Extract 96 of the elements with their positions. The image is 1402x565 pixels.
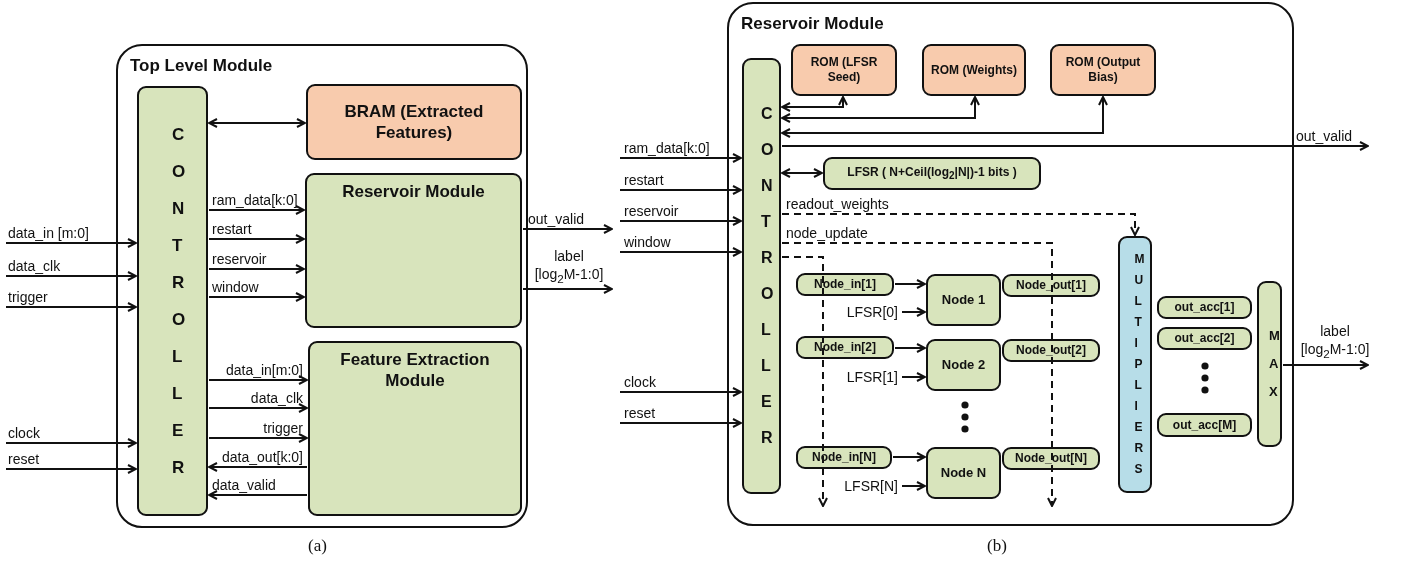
- arrow: [208, 375, 308, 385]
- arrow: [5, 464, 137, 474]
- block: Node_out[N]: [1002, 447, 1100, 470]
- block: Node 2: [926, 339, 1001, 391]
- vertical-block: MAX: [1257, 281, 1282, 447]
- arrow: [894, 343, 926, 353]
- module-title: Reservoir Module: [741, 14, 884, 34]
- vertical-block: CONTROLLER: [137, 86, 208, 516]
- signal-label: out_valid: [1296, 128, 1353, 144]
- signal-label: reservoir: [212, 251, 267, 267]
- block: out_acc[2]: [1157, 327, 1252, 350]
- dashed-arrow: [781, 242, 1057, 507]
- signal-label: readout_weights: [786, 196, 889, 212]
- arrow: [619, 418, 742, 428]
- arrow: [901, 372, 926, 382]
- block: LFSR ( N+Ceil(log$_{2}$|N|)-1 bits ): [823, 157, 1041, 190]
- arrow: [619, 387, 742, 397]
- arrow: [208, 118, 306, 128]
- signal-label: ram_data[k:0]: [624, 140, 710, 156]
- arrow: [5, 302, 137, 312]
- block: ROM (Weights): [922, 44, 1026, 96]
- signal-label: data_clk: [250, 390, 303, 406]
- module-frame: [727, 2, 1294, 526]
- signal-label: LFSR[1]: [846, 369, 898, 385]
- arrow: [894, 279, 926, 289]
- signal-label: reset: [624, 405, 656, 421]
- arrow: [208, 234, 305, 244]
- block: Reservoir Module: [305, 173, 522, 328]
- block: out_acc[M]: [1157, 413, 1252, 437]
- panel-label: (b): [987, 538, 1007, 554]
- arrow: [208, 264, 305, 274]
- signal-label: data_out[k:0]: [222, 449, 303, 465]
- vertical-block: CONTROLLER: [742, 58, 781, 494]
- signal-label: data_in [m:0]: [8, 225, 89, 241]
- arrow: [5, 238, 137, 248]
- arrow: [619, 216, 742, 226]
- signal-label: data_clk: [8, 258, 61, 274]
- module-frame: [116, 44, 528, 528]
- arrow: [208, 403, 308, 413]
- signal-label: window: [212, 279, 259, 295]
- signal-label: trigger: [263, 420, 303, 436]
- panel-label: (a): [308, 538, 327, 554]
- arrow: [208, 205, 305, 215]
- arrow: [619, 185, 742, 195]
- signal-label: restart: [212, 221, 252, 237]
- arrow: [781, 141, 1369, 151]
- arrow: [619, 247, 742, 257]
- signal-label: out_valid: [528, 211, 585, 227]
- block: Node_out[1]: [1002, 274, 1100, 297]
- block: Node N: [926, 447, 1001, 499]
- signal-label: label [log$_{2}$M-1:0]: [533, 247, 605, 287]
- arrow: [781, 96, 1108, 138]
- signal-label: reservoir: [624, 203, 679, 219]
- block: Node_in[N]: [796, 446, 892, 469]
- block: out_acc[1]: [1157, 296, 1252, 319]
- arrow: [901, 307, 926, 317]
- signal-label: reset: [8, 451, 40, 467]
- arrow: [208, 490, 308, 500]
- signal-label: data_valid: [212, 477, 276, 493]
- arrow: [781, 96, 980, 123]
- arrow: [5, 271, 137, 281]
- arrow: [522, 284, 613, 294]
- block: Feature Extraction Module: [308, 341, 522, 516]
- arrow: [208, 292, 305, 302]
- signal-label: ram_data[k:0]: [212, 192, 298, 208]
- arrow: [522, 224, 613, 234]
- module-title: Top Level Module: [130, 56, 273, 76]
- dashed-arrow: [781, 213, 1140, 236]
- block: ROM (Output Bias): [1050, 44, 1156, 96]
- signal-label: node_update: [786, 225, 868, 241]
- arrow: [781, 96, 848, 112]
- arrow: [781, 168, 823, 178]
- block: Node_in[2]: [796, 336, 894, 359]
- arrow: [1282, 360, 1369, 370]
- arrow: [5, 438, 137, 448]
- signal-label: LFSR[0]: [846, 304, 898, 320]
- arrow: [208, 433, 308, 443]
- arrow: [892, 452, 926, 462]
- arrow: [901, 481, 926, 491]
- signal-label: clock: [8, 425, 40, 441]
- signal-label: restart: [624, 172, 664, 188]
- signal-label: data_in[m:0]: [225, 362, 303, 378]
- block: ROM (LFSR Seed): [791, 44, 897, 96]
- block: Node 1: [926, 274, 1001, 326]
- signal-label: window: [624, 234, 671, 250]
- signal-label: clock: [624, 374, 656, 390]
- vertical-block: MULTIPLIERS: [1118, 236, 1152, 493]
- arrow: [208, 462, 308, 472]
- signal-label: label [log$_{2}$M-1:0]: [1299, 322, 1371, 362]
- dashed-arrow: [781, 256, 828, 507]
- signal-label: LFSR[N]: [844, 478, 898, 494]
- block: BRAM (Extracted Features): [306, 84, 522, 160]
- arrow: [619, 153, 742, 163]
- block: Node_in[1]: [796, 273, 894, 296]
- signal-label: trigger: [8, 289, 48, 305]
- block: Node_out[2]: [1002, 339, 1100, 362]
